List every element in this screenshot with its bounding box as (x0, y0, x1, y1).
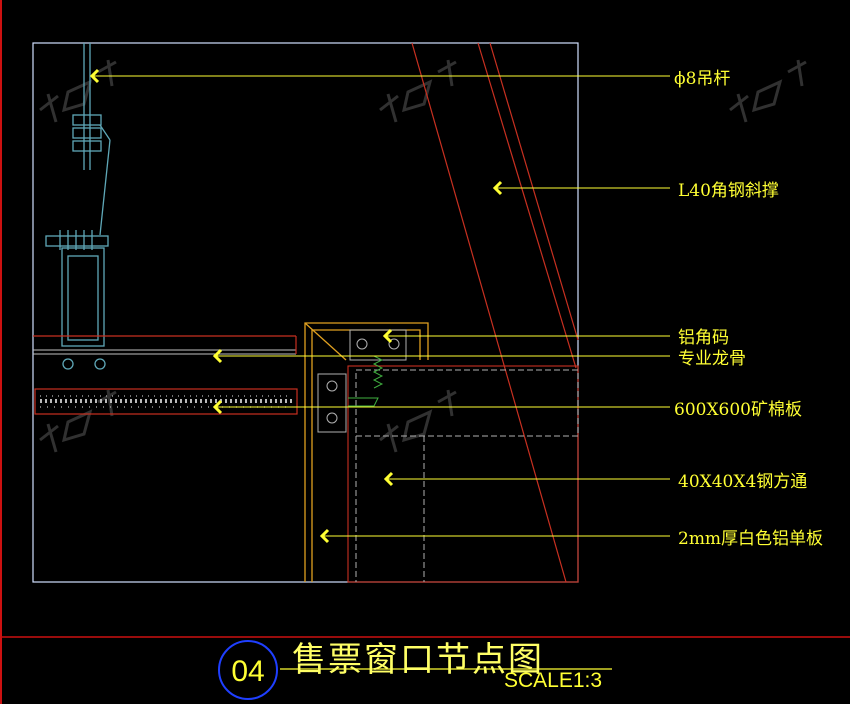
drawing-title: 售票窗口节点图 (292, 640, 544, 680)
callout-keel: 专业龙骨 (678, 349, 746, 369)
ceiling-keel (33, 335, 297, 355)
watermark (39, 59, 807, 453)
leader-lines (92, 75, 670, 537)
callout-angle-brace: L40角钢斜撑 (678, 181, 779, 201)
leader-arrows (89, 68, 503, 544)
callout-aluminium-angle: 铝角码 (678, 328, 729, 348)
drawing-scale: SCALE1:3 (504, 669, 603, 692)
callout-steel-tube: 40X40X4钢方通 (678, 472, 808, 492)
aluminium-angle-bracket (317, 329, 407, 433)
callout-aluminium-panel: 2mm厚白色铝单板 (678, 529, 824, 549)
angle-steel-brace (411, 42, 579, 583)
hanger-rod-assembly (45, 43, 111, 370)
aluminium-panel (304, 322, 429, 582)
callout-mineral-board: 600X600矿棉板 (674, 400, 802, 420)
detail-number-badge: 04 (218, 640, 278, 700)
mineral-wool-board (34, 388, 298, 415)
steel-tube (347, 365, 579, 583)
callout-hanger-rod: ϕ8吊杆 (674, 69, 731, 89)
